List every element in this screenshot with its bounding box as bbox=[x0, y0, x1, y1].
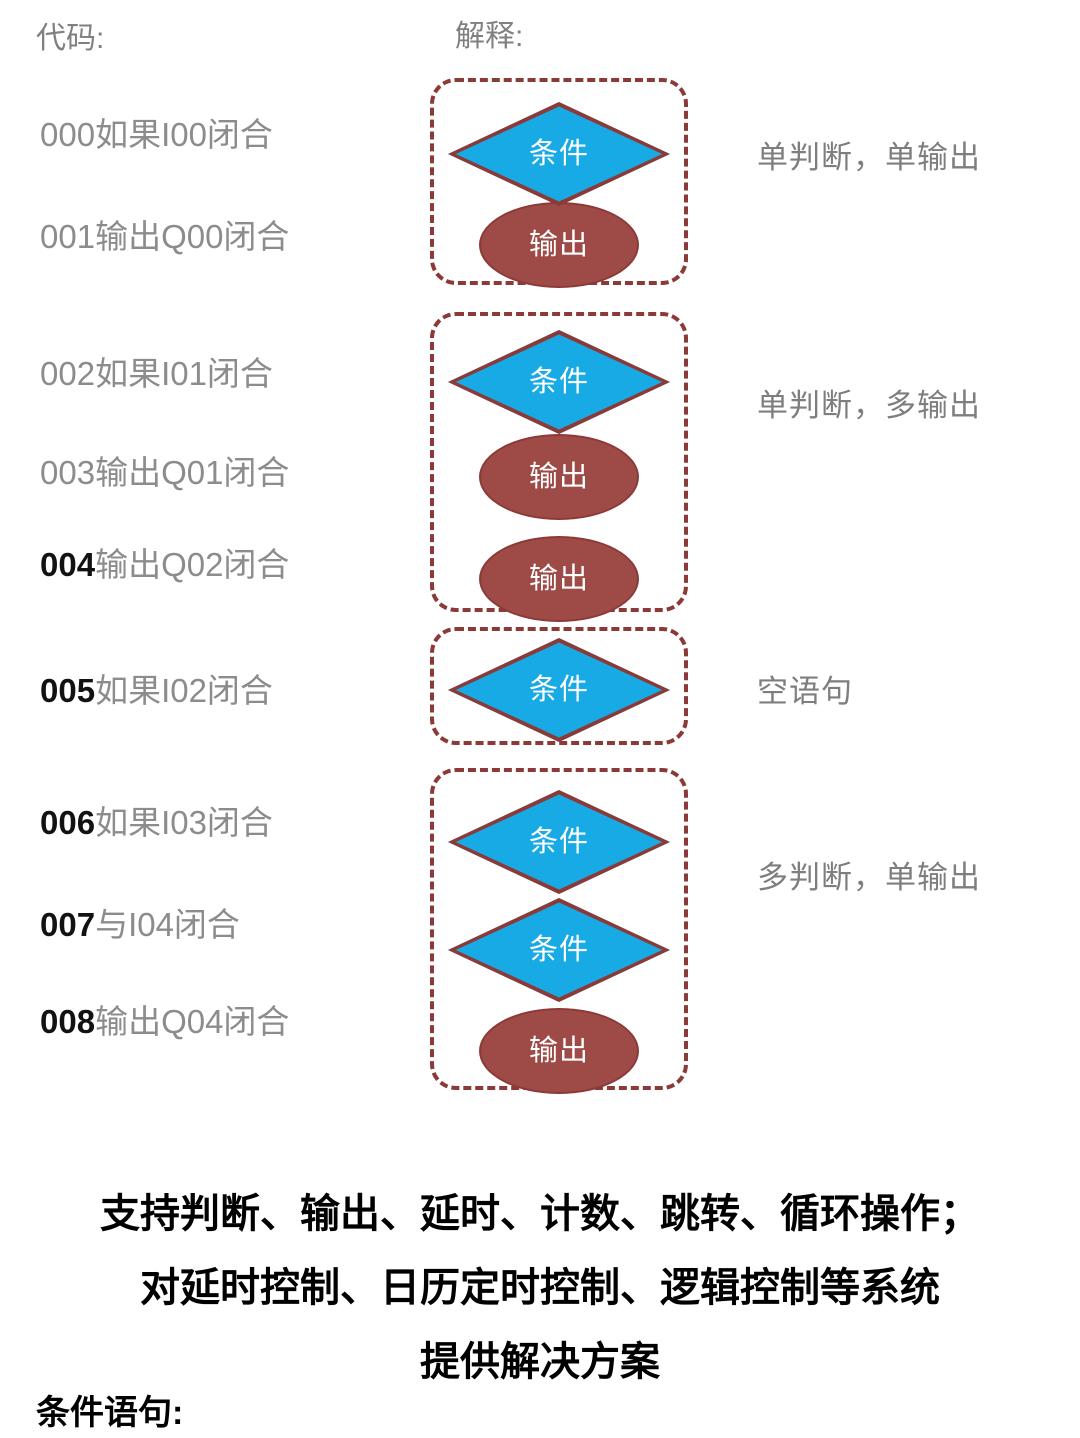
code-line-text: 与I04闭合 bbox=[95, 906, 240, 943]
group-note-1: 单判断，单输出 bbox=[757, 140, 981, 175]
output-node: 输出 bbox=[479, 1008, 639, 1094]
diamond-fill bbox=[448, 790, 670, 894]
output-node: 输出 bbox=[479, 434, 639, 520]
code-line-text: 输出Q00闭合 bbox=[95, 218, 290, 255]
code-line-004: 004输出Q02闭合 bbox=[40, 548, 289, 581]
diamond-fill bbox=[448, 330, 670, 434]
code-line-006: 006如果I03闭合 bbox=[40, 806, 273, 839]
diamond-fill bbox=[448, 102, 670, 206]
code-line-number: 000 bbox=[40, 116, 96, 153]
tagline-line-3: 提供解决方案 bbox=[420, 1340, 660, 1384]
flow-group-3: 条件 bbox=[430, 627, 688, 745]
tagline-line-1: 支持判断、输出、延时、计数、跳转、循环操作； bbox=[100, 1192, 980, 1236]
code-line-text: 如果I00闭合 bbox=[95, 116, 273, 153]
code-line-text: 如果I01闭合 bbox=[95, 355, 273, 392]
output-label: 输出 bbox=[528, 460, 589, 493]
output-label: 输出 bbox=[528, 228, 589, 261]
condition-node: 条件 bbox=[448, 898, 670, 1002]
code-line-008: 008输出Q04闭合 bbox=[40, 1005, 289, 1038]
code-line-007: 007与I04闭合 bbox=[40, 908, 240, 941]
output-label: 输出 bbox=[528, 562, 589, 595]
tagline-line-2: 对延时控制、日历定时控制、逻辑控制等系统 bbox=[140, 1266, 940, 1310]
flow-group-2: 条件 输出 输出 bbox=[430, 312, 688, 622]
code-line-number: 005 bbox=[40, 672, 96, 709]
condition-node: 条件 bbox=[448, 638, 670, 742]
output-node: 输出 bbox=[479, 536, 639, 622]
code-line-number: 008 bbox=[40, 1003, 96, 1040]
code-line-number: 004 bbox=[40, 546, 96, 583]
explanation-column-header: 解释: bbox=[455, 20, 524, 53]
diamond-fill bbox=[448, 898, 670, 1002]
code-line-number: 002 bbox=[40, 355, 96, 392]
output-node: 输出 bbox=[479, 202, 639, 288]
code-line-002: 002如果I01闭合 bbox=[40, 357, 273, 390]
code-line-003: 003输出Q01闭合 bbox=[40, 456, 289, 489]
condition-node: 条件 bbox=[448, 330, 670, 434]
code-line-text: 如果I03闭合 bbox=[95, 804, 273, 841]
group-note-2: 单判断，多输出 bbox=[757, 388, 981, 423]
flow-group-4: 条件 条件 输出 bbox=[430, 768, 688, 1094]
code-line-000: 000如果I00闭合 bbox=[40, 118, 273, 151]
code-line-number: 007 bbox=[40, 906, 96, 943]
condition-node: 条件 bbox=[448, 102, 670, 206]
code-line-text: 输出Q04闭合 bbox=[95, 1003, 290, 1040]
code-column-header: 代码: bbox=[36, 22, 105, 55]
group-note-3: 空语句 bbox=[757, 674, 853, 709]
group-note-4: 多判断，单输出 bbox=[757, 860, 981, 895]
code-line-number: 006 bbox=[40, 804, 96, 841]
condition-node: 条件 bbox=[448, 790, 670, 894]
code-line-text: 输出Q02闭合 bbox=[95, 546, 290, 583]
diamond-fill bbox=[448, 638, 670, 742]
code-line-text: 输出Q01闭合 bbox=[95, 454, 290, 491]
output-label: 输出 bbox=[528, 1034, 589, 1067]
code-line-005: 005如果I02闭合 bbox=[40, 674, 273, 707]
code-line-number: 001 bbox=[40, 218, 96, 255]
code-line-text: 如果I02闭合 bbox=[95, 672, 273, 709]
flow-group-1: 条件 输出 bbox=[430, 78, 688, 288]
code-line-001: 001输出Q00闭合 bbox=[40, 220, 289, 253]
footer-section-label: 条件语句: bbox=[36, 1394, 184, 1432]
code-line-number: 003 bbox=[40, 454, 96, 491]
